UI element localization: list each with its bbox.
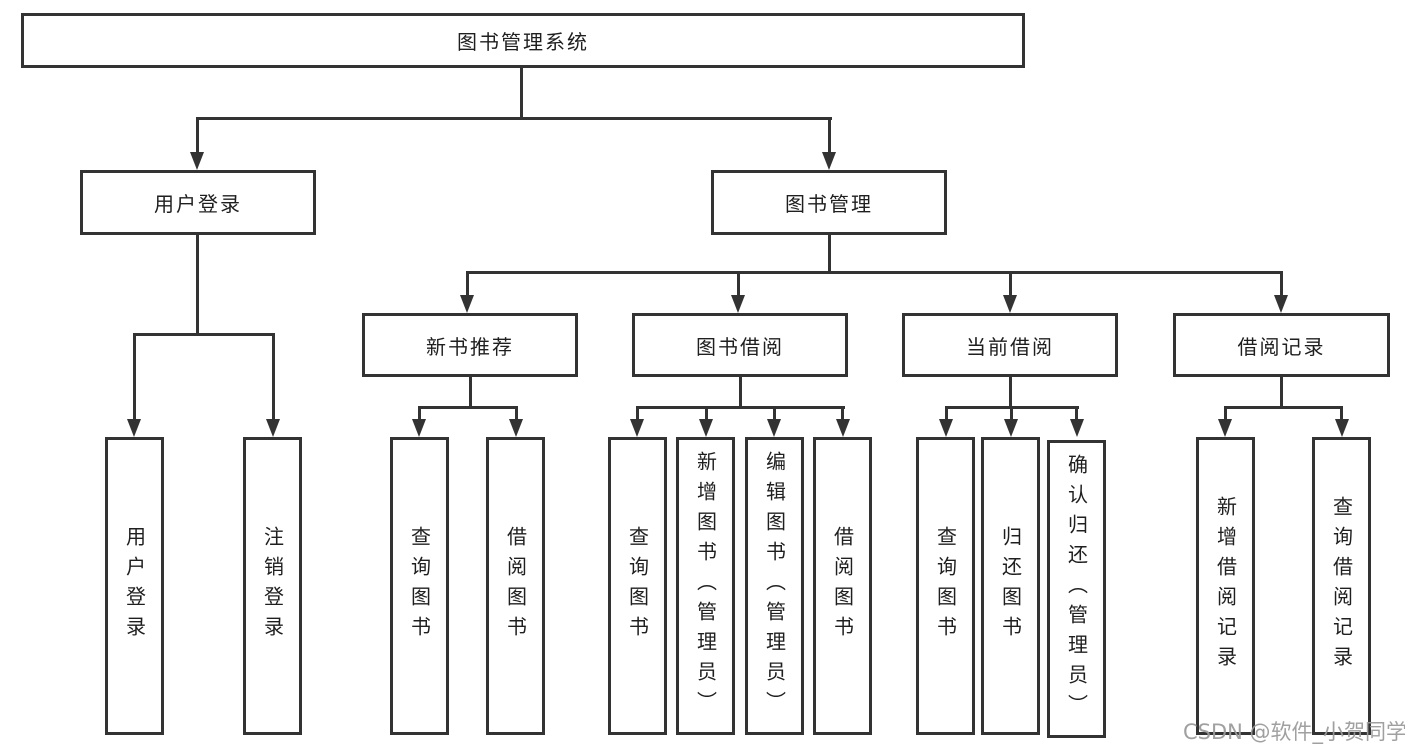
- connector-arrow: [509, 419, 523, 437]
- connector-line: [133, 333, 274, 336]
- leaf-query-books-recommend: 查询图书: [390, 437, 449, 735]
- connector-line: [466, 271, 1283, 274]
- leaf-query-borrow-record: 查询借阅记录: [1312, 437, 1371, 735]
- node-label: 当前借阅: [966, 334, 1054, 359]
- node-new-book-recommendation: 新书推荐: [362, 313, 578, 377]
- node-borrowing-records: 借阅记录: [1173, 313, 1390, 377]
- leaf-logout: 注销登录: [243, 437, 302, 735]
- connector-arrow: [1218, 419, 1232, 437]
- connector-arrow: [939, 419, 953, 437]
- node-library-management-system: 图书管理系统: [21, 13, 1025, 68]
- node-label: 借阅记录: [1237, 334, 1326, 359]
- connector-arrow: [822, 152, 836, 170]
- connector-line: [1009, 377, 1012, 409]
- connector-line: [1009, 271, 1012, 295]
- leaf-label: 用户登录: [122, 526, 147, 646]
- leaf-borrow-books-borrowing: 借阅图书: [813, 437, 872, 735]
- leaf-label: 确认归还（管理员）: [1064, 454, 1089, 724]
- connector-line: [272, 333, 275, 419]
- connector-line: [196, 235, 199, 335]
- connector-arrow: [412, 419, 426, 437]
- node-book-management: 图书管理: [711, 170, 947, 235]
- connector-line: [737, 271, 740, 295]
- leaf-borrow-books-recommend: 借阅图书: [486, 437, 545, 735]
- connector-line: [1280, 377, 1283, 409]
- leaf-label: 借阅图书: [830, 526, 855, 646]
- connector-arrow: [836, 419, 850, 437]
- connector-arrow: [1070, 419, 1084, 437]
- connector-arrow: [190, 152, 204, 170]
- node-label: 用户登录: [154, 192, 242, 216]
- connector-line: [515, 406, 518, 419]
- leaf-user-login: 用户登录: [105, 437, 164, 735]
- connector-line: [1280, 271, 1283, 295]
- leaf-add-book-admin: 新增图书（管理员）: [676, 437, 735, 735]
- leaf-label: 查询借阅记录: [1329, 496, 1354, 676]
- connector-arrow: [767, 419, 781, 437]
- connector-line: [466, 271, 469, 295]
- connector-arrow: [1335, 419, 1349, 437]
- connector-arrow: [266, 419, 280, 437]
- leaf-query-books-current: 查询图书: [916, 437, 975, 735]
- leaf-label: 查询图书: [407, 526, 432, 646]
- connector-line: [196, 117, 832, 120]
- connector-line: [828, 235, 831, 274]
- connector-arrow: [1003, 295, 1017, 313]
- connector-line: [1224, 406, 1343, 409]
- connector-line: [828, 117, 831, 152]
- leaf-label: 借阅图书: [503, 526, 528, 646]
- node-current-borrowing: 当前借阅: [902, 313, 1118, 377]
- connector-line: [705, 406, 708, 419]
- connector-line: [1010, 406, 1013, 419]
- connector-line: [1075, 406, 1078, 419]
- node-label: 图书管理系统: [457, 30, 589, 54]
- node-user-login: 用户登录: [80, 170, 316, 235]
- connector-arrow: [699, 419, 713, 437]
- csdn-watermark: CSDN @软件_小贺同学: [1183, 720, 1405, 744]
- node-label: 图书借阅: [696, 334, 784, 359]
- leaf-edit-book-admin: 编辑图书（管理员）: [745, 437, 804, 735]
- leaf-confirm-return-admin: 确认归还（管理员）: [1047, 440, 1106, 738]
- leaf-return-book: 归还图书: [981, 437, 1040, 735]
- connector-line: [773, 406, 776, 419]
- node-label: 新书推荐: [426, 334, 514, 359]
- leaf-label: 编辑图书（管理员）: [762, 451, 787, 721]
- connector-line: [196, 117, 199, 152]
- connector-arrow: [630, 419, 644, 437]
- leaf-label: 注销登录: [260, 526, 285, 646]
- connector-line: [636, 406, 845, 409]
- connector-arrow: [1004, 419, 1018, 437]
- node-book-borrowing: 图书借阅: [632, 313, 848, 377]
- connector-arrow: [127, 419, 141, 437]
- connector-line: [1340, 406, 1343, 419]
- leaf-label: 新增借阅记录: [1213, 496, 1238, 676]
- connector-line: [520, 68, 523, 120]
- leaf-add-borrow-record: 新增借阅记录: [1196, 437, 1255, 735]
- connector-line: [739, 377, 742, 409]
- node-label: 图书管理: [785, 192, 873, 216]
- connector-arrow: [460, 295, 474, 313]
- leaf-label: 新增图书（管理员）: [693, 451, 718, 721]
- connector-line: [469, 377, 472, 409]
- connector-line: [841, 406, 844, 419]
- connector-arrow: [1274, 295, 1288, 313]
- connector-line: [133, 333, 136, 419]
- leaf-query-books-borrowing: 查询图书: [608, 437, 667, 735]
- leaf-label: 查询图书: [625, 526, 650, 646]
- connector-line: [945, 406, 948, 419]
- connector-arrow: [731, 295, 745, 313]
- connector-line: [1224, 406, 1227, 419]
- connector-line: [636, 406, 639, 419]
- leaf-label: 归还图书: [998, 526, 1023, 646]
- connector-line: [418, 406, 518, 409]
- connector-line: [418, 406, 421, 419]
- leaf-label: 查询图书: [933, 526, 958, 646]
